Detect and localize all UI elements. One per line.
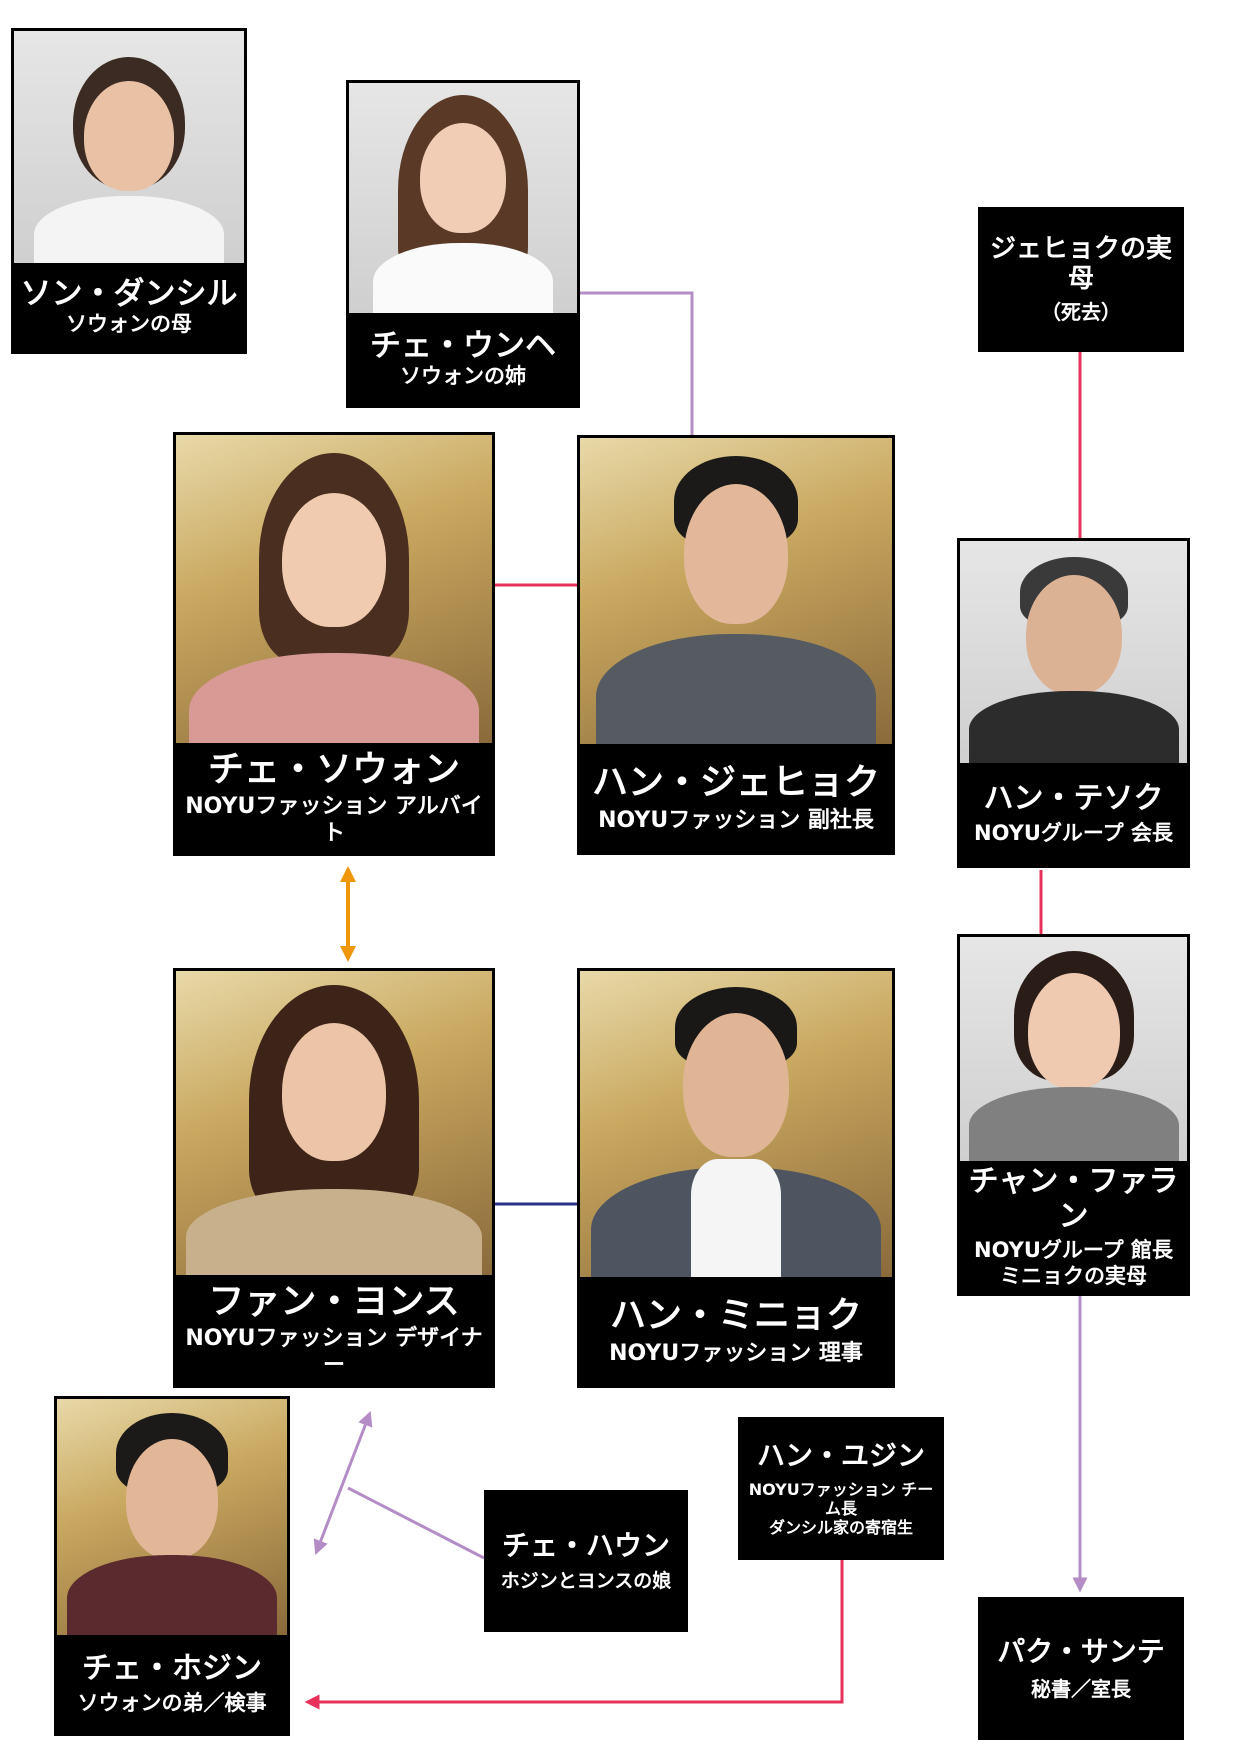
name-choi-sowon: チェ・ソウォン	[207, 748, 460, 790]
name-hwang-yonsu: ファン・ヨンス	[208, 1280, 460, 1322]
role-park-sante: 秘書／室長	[1031, 1676, 1131, 1701]
role2-han-yujin: ダンシル家の寄宿生	[768, 1518, 913, 1538]
portrait-chang-faran	[960, 937, 1187, 1161]
card-hwang-yonsu: ファン・ヨンス NOYUファッション デザイナー	[173, 968, 495, 1388]
box-park-sante: パク・サンテ 秘書／室長	[978, 1597, 1184, 1740]
role-han-tesok: NOYUグループ 会長	[974, 820, 1173, 845]
card-han-tesok: ハン・テソク NOYUグループ 会長	[957, 538, 1190, 868]
line-eunhye-jehyuk	[578, 291, 694, 440]
name-choi-hojin: チェ・ホジン	[82, 1651, 262, 1687]
line-haun-parents	[347, 1486, 485, 1560]
portrait-hwang-yonsu	[176, 971, 492, 1275]
name-jehyuk-mother: ジェヒョクの実母	[989, 233, 1172, 294]
name-choi-eunhye: チェ・ウンヘ	[370, 327, 556, 364]
portrait-choi-sowon	[176, 435, 492, 743]
box-han-yujin: ハン・ユジン NOYUファッション チーム長 ダンシル家の寄宿生	[738, 1417, 944, 1560]
card-choi-hojin: チェ・ホジン ソウォンの弟／検事	[54, 1396, 290, 1736]
role-choi-haun: ホジンとヨンスの娘	[500, 1569, 672, 1592]
box-choi-haun: チェ・ハウン ホジンとヨンスの娘	[484, 1490, 688, 1632]
name-han-yujin: ハン・ユジン	[756, 1438, 925, 1472]
role-choi-eunhye: ソウォンの姉	[400, 364, 526, 389]
portrait-son-dansil	[14, 31, 244, 263]
portrait-choi-eunhye	[349, 83, 577, 313]
portrait-choi-hojin	[57, 1399, 287, 1635]
card-choi-eunhye: チェ・ウンヘ ソウォンの姉	[346, 80, 580, 408]
role-hwang-yonsu: NOYUファッション デザイナー	[185, 1326, 483, 1378]
name-han-jehyuk: ハン・ジェヒョク	[591, 762, 880, 804]
portrait-han-tesok	[960, 541, 1187, 763]
role-choi-hojin: ソウォンの弟／検事	[77, 1690, 267, 1715]
name-park-sante: パク・サンテ	[997, 1635, 1165, 1669]
name-son-dansil: ソン・ダンシル	[20, 275, 238, 312]
role-son-dansil: ソウォンの母	[66, 312, 192, 337]
arrow-yonsu-hojin	[313, 1410, 373, 1556]
role-han-jehyuk: NOYUファッション 副社長	[598, 807, 874, 833]
arrow-yujin-hojin	[304, 1560, 844, 1710]
box-jehyuk-mother: ジェヒョクの実母 （死去）	[978, 207, 1184, 352]
card-han-jehyuk: ハン・ジェヒョク NOYUファッション 副社長	[577, 435, 895, 855]
portrait-han-minhyuk	[580, 971, 892, 1277]
card-choi-sowon: チェ・ソウォン NOYUファッション アルバイト	[173, 432, 495, 856]
role2-chang-faran: ミニョクの実母	[1000, 1263, 1147, 1288]
card-han-minhyuk: ハン・ミニョク NOYUファッション 理事	[577, 968, 895, 1388]
card-son-dansil: ソン・ダンシル ソウォンの母	[11, 28, 247, 354]
name-chang-faran: チャン・ファラン	[968, 1164, 1179, 1234]
name-han-tesok: ハン・テソク	[983, 781, 1164, 817]
role-chang-faran: NOYUグループ 館長	[974, 1238, 1173, 1263]
role-choi-sowon: NOYUファッション アルバイト	[185, 794, 483, 846]
name-choi-haun: チェ・ハウン	[501, 1528, 670, 1562]
portrait-han-jehyuk	[580, 438, 892, 744]
role-han-yujin: NOYUファッション チーム長	[748, 1479, 934, 1518]
name-han-minhyuk: ハン・ミニョク	[609, 1295, 862, 1337]
role-jehyuk-mother: （死去）	[1041, 300, 1121, 325]
role-han-minhyuk: NOYUファッション 理事	[609, 1340, 863, 1366]
card-chang-faran: チャン・ファラン NOYUグループ 館長 ミニョクの実母	[957, 934, 1190, 1296]
